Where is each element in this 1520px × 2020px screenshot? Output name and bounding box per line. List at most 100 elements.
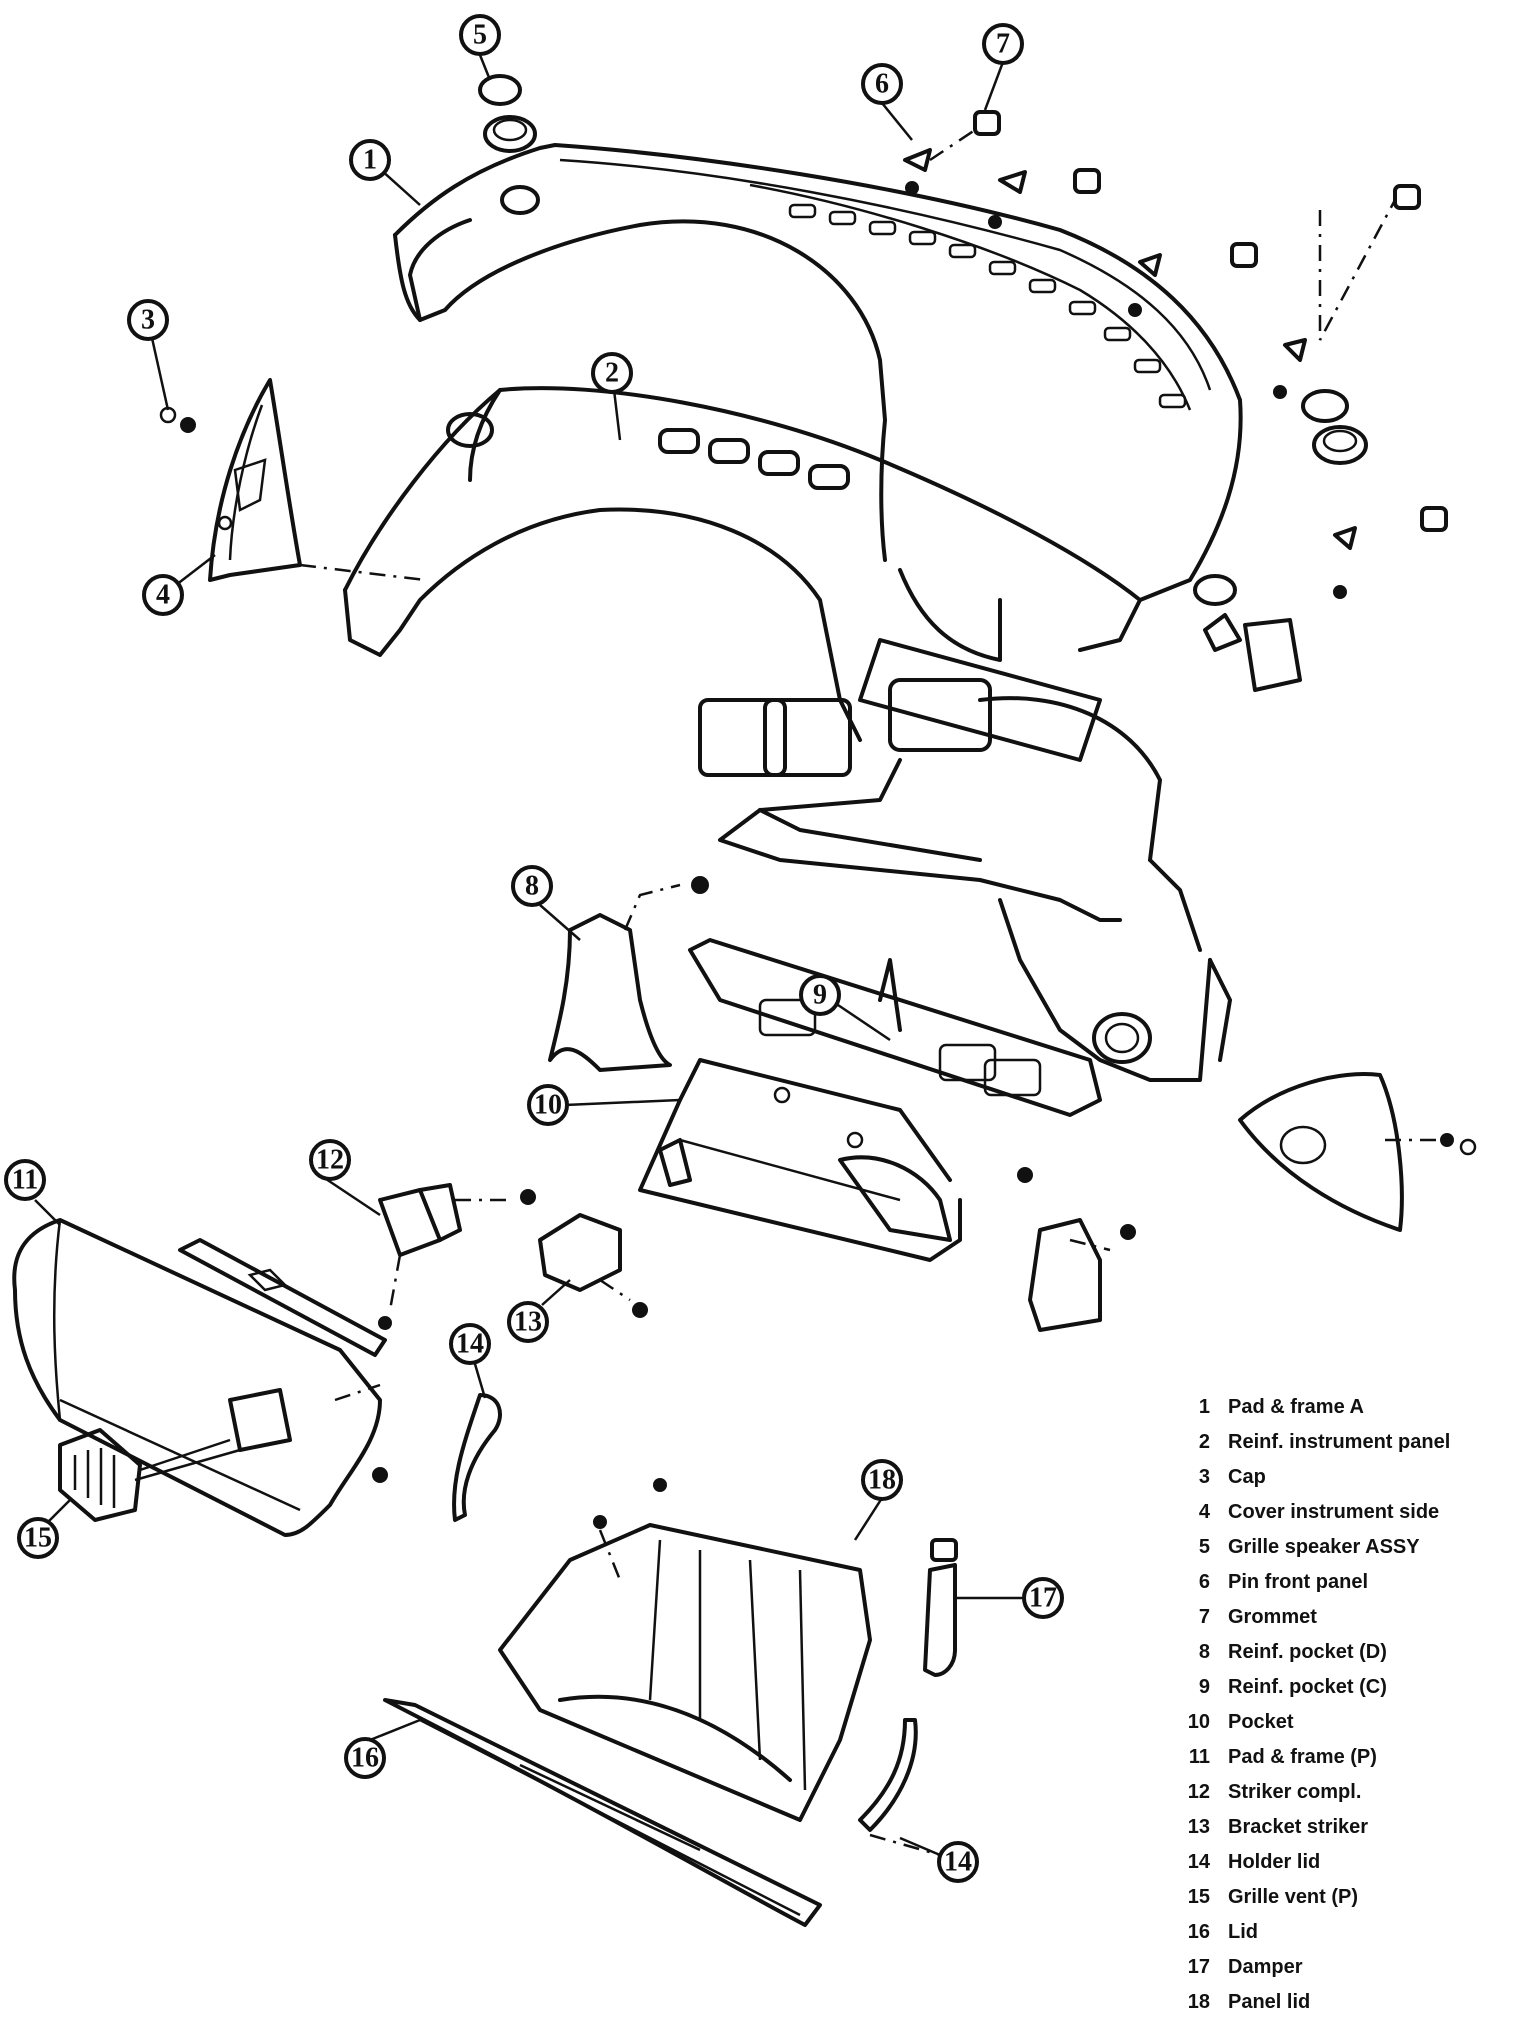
legend-item-number: 16 (1187, 1921, 1210, 1943)
legend-item-label: Grommet (1228, 1606, 1317, 1628)
legend-item-number: 14 (1187, 1851, 1210, 1873)
legend-item-number: 8 (1198, 1641, 1210, 1663)
legend-item-16: 16 Lid (1150, 1915, 1520, 1950)
legend-item-15: 15 Grille vent (P) (1150, 1880, 1520, 1915)
svg-text:6: 6 (875, 69, 889, 100)
svg-text:14: 14 (944, 1847, 972, 1878)
part-panel-lid (498, 1478, 872, 1822)
part-pins-grommets (903, 110, 1448, 692)
svg-text:4: 4 (156, 580, 170, 611)
svg-text:2: 2 (605, 358, 619, 389)
legend-item-number: 9 (1198, 1676, 1210, 1698)
callout-14-right: 14 (937, 1841, 979, 1883)
part-striker (378, 1183, 536, 1330)
legend-item-number: 4 (1198, 1501, 1210, 1523)
svg-text:13: 13 (514, 1307, 542, 1338)
svg-text:1: 1 (363, 145, 377, 176)
legend-item-label: Holder lid (1228, 1851, 1321, 1873)
legend-item-label: Reinf. pocket (C) (1228, 1676, 1387, 1698)
legend-item-label: Pocket (1228, 1711, 1294, 1733)
callout-9: 9 (799, 974, 841, 1016)
legend-item-5: 5 Grille speaker ASSY (1150, 1530, 1520, 1565)
callout-7: 7 (982, 23, 1024, 65)
callout-17: 17 (1022, 1577, 1064, 1619)
legend-item-label: Grille speaker ASSY (1228, 1536, 1420, 1558)
legend-item-number: 2 (1198, 1431, 1210, 1453)
part-bracket-right (1017, 1167, 1136, 1332)
svg-text:7: 7 (996, 29, 1010, 60)
svg-text:17: 17 (1029, 1583, 1057, 1614)
legend-item-label: Grille vent (P) (1228, 1886, 1359, 1908)
svg-text:12: 12 (316, 1145, 344, 1176)
legend-item-18: 18 Panel lid (1150, 1985, 1520, 2020)
legend-item-9: 9 Reinf. pocket (C) (1150, 1670, 1520, 1705)
legend-item-label: Cover instrument side (1228, 1501, 1440, 1523)
svg-text:5: 5 (473, 20, 487, 51)
legend-item-label: Reinf. pocket (D) (1228, 1641, 1387, 1663)
callout-10: 10 (527, 1084, 569, 1126)
legend-item-label: Panel lid (1228, 1991, 1311, 2013)
callout-14-left: 14 (449, 1323, 491, 1365)
legend-item-number: 1 (1198, 1396, 1210, 1418)
part-cover-instrument-side-left (159, 378, 426, 582)
callout-8: 8 (511, 865, 553, 907)
part-grille-vent-p (58, 1428, 241, 1522)
legend-item-8: 8 Reinf. pocket (D) (1150, 1635, 1520, 1670)
part-grille-speaker-left (478, 74, 537, 153)
legend-item-label: Pad & frame (P) (1228, 1746, 1377, 1768)
svg-text:8: 8 (525, 871, 539, 902)
legend-item-7: 7 Grommet (1150, 1600, 1520, 1635)
legend-item-label: Bracket striker (1228, 1816, 1369, 1838)
callout-4: 4 (142, 574, 184, 616)
legend-item-11: 11 Pad & frame (P) (1150, 1740, 1520, 1775)
legend-item-number: 12 (1187, 1781, 1210, 1803)
legend-item-number: 13 (1187, 1816, 1210, 1838)
svg-text:15: 15 (24, 1523, 52, 1554)
legend-item-label: Cap (1228, 1466, 1266, 1488)
legend-item-13: 13 Bracket striker (1150, 1810, 1520, 1845)
legend-item-14: 14 Holder lid (1150, 1845, 1520, 1880)
part-damper (923, 1538, 958, 1677)
svg-text:3: 3 (141, 305, 155, 336)
svg-text:18: 18 (868, 1465, 896, 1496)
callout-1: 1 (349, 139, 391, 181)
legend-item-number: 5 (1198, 1536, 1210, 1558)
legend-item-label: Damper (1228, 1956, 1303, 1978)
legend-item-number: 3 (1198, 1466, 1210, 1488)
callout-12: 12 (309, 1139, 351, 1181)
legend-item-1: 1 Pad & frame A (1150, 1390, 1520, 1425)
callout-13: 13 (507, 1301, 549, 1343)
callout-16: 16 (344, 1737, 386, 1779)
legend-item-number: 11 (1188, 1746, 1210, 1768)
legend-item-label: Pad & frame A (1228, 1396, 1364, 1418)
svg-text:11: 11 (12, 1165, 38, 1196)
part-cover-right-side (1238, 1072, 1477, 1232)
callout-15: 15 (17, 1517, 59, 1559)
legend-item-number: 10 (1187, 1711, 1210, 1733)
svg-text:9: 9 (813, 980, 827, 1011)
legend-item-number: 15 (1187, 1886, 1210, 1908)
legend-item-4: 4 Cover instrument side (1150, 1495, 1520, 1530)
part-lid (383, 1698, 822, 1927)
legend-item-10: 10 Pocket (1150, 1705, 1520, 1740)
legend-item-3: 3 Cap (1150, 1460, 1520, 1495)
callout-18: 18 (861, 1459, 903, 1501)
leader-lines (34, 54, 1025, 1857)
legend-item-number: 18 (1187, 1991, 1210, 2013)
svg-text:14: 14 (456, 1329, 484, 1360)
part-reinf-instrument-panel (343, 386, 1232, 1082)
legend-item-number: 7 (1198, 1606, 1210, 1628)
legend-item-label: Pin front panel (1228, 1571, 1368, 1593)
callout-6: 6 (861, 63, 903, 105)
legend-item-label: Lid (1228, 1921, 1258, 1943)
svg-text:10: 10 (534, 1090, 562, 1121)
legend-item-label: Reinf. instrument panel (1228, 1431, 1451, 1453)
part-pad-frame-a (393, 143, 1243, 652)
part-bracket-striker (538, 1213, 648, 1318)
callout-3: 3 (127, 299, 169, 341)
